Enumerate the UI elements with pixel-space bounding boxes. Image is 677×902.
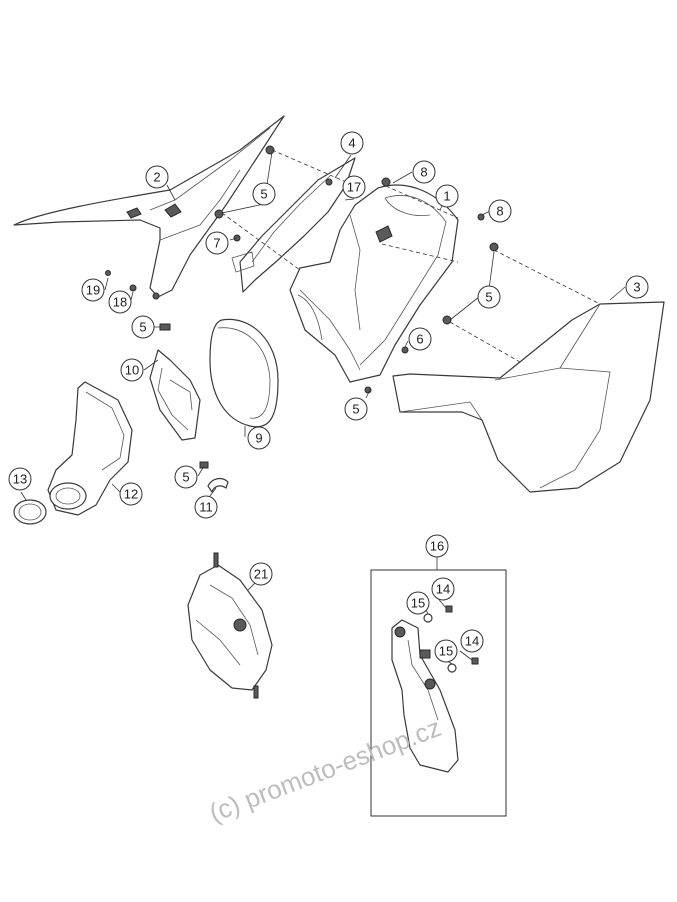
callout-9: 9: [247, 426, 271, 450]
svg-text:5: 5: [352, 402, 359, 417]
svg-text:15: 15: [439, 644, 453, 659]
callout-15b: 15: [434, 639, 458, 663]
svg-text:3: 3: [633, 280, 640, 295]
fasteners: [105, 145, 499, 469]
callout-6: 6: [408, 327, 432, 351]
svg-text:18: 18: [113, 295, 127, 310]
svg-text:8: 8: [496, 204, 503, 219]
callout-5d: 5: [131, 315, 155, 339]
part-1-airbox: [289, 184, 459, 394]
svg-text:16: 16: [430, 539, 444, 554]
callout-4: 4: [340, 131, 364, 155]
part-21-tank: [187, 552, 273, 699]
svg-text:5: 5: [139, 320, 146, 335]
callout-8b: 8: [488, 199, 512, 223]
callout-14b: 14: [460, 629, 484, 653]
svg-text:5: 5: [260, 187, 267, 202]
part-4-cover: [231, 157, 356, 293]
svg-text:5: 5: [485, 290, 492, 305]
part-12-intake: [47, 381, 133, 516]
callout-5c: 5: [344, 397, 368, 421]
svg-text:14: 14: [436, 582, 450, 597]
callout-7: 7: [205, 231, 229, 255]
callout-5b: 5: [477, 285, 501, 309]
part-3-side-panel: [392, 301, 665, 493]
svg-text:11: 11: [199, 500, 213, 515]
callout-21: 21: [249, 562, 273, 586]
svg-text:13: 13: [13, 472, 27, 487]
part-16-kit: [370, 569, 507, 817]
part-13-clamp: [13, 499, 47, 525]
svg-text:2: 2: [153, 170, 160, 185]
svg-text:21: 21: [254, 567, 268, 582]
svg-text:9: 9: [255, 431, 262, 446]
part-10-support: [149, 349, 201, 441]
callout-19: 19: [81, 278, 105, 302]
svg-text:6: 6: [416, 332, 423, 347]
svg-text:12: 12: [124, 487, 138, 502]
svg-text:17: 17: [347, 180, 361, 195]
svg-text:8: 8: [420, 165, 427, 180]
callout-2: 2: [145, 165, 169, 189]
svg-text:4: 4: [348, 136, 355, 151]
svg-text:1: 1: [443, 189, 450, 204]
callout-11: 11: [194, 495, 218, 519]
svg-text:19: 19: [86, 283, 100, 298]
svg-text:15: 15: [411, 596, 425, 611]
callout-3: 3: [625, 275, 649, 299]
callout-8a: 8: [412, 160, 436, 184]
part-11-clip: [207, 477, 229, 493]
callout-16: 16: [425, 534, 449, 558]
callout-18: 18: [108, 290, 132, 314]
callout-10: 10: [120, 358, 144, 382]
svg-text:10: 10: [125, 363, 139, 378]
callout-5e: 5: [174, 465, 198, 489]
callout-1: 1: [435, 184, 459, 208]
callout-14a: 14: [431, 577, 455, 601]
callout-5a: 5: [252, 182, 276, 206]
svg-text:5: 5: [182, 470, 189, 485]
callout-13: 13: [8, 467, 32, 491]
callout-17: 17: [342, 175, 366, 199]
svg-text:7: 7: [213, 236, 220, 251]
svg-text:14: 14: [465, 634, 479, 649]
callout-12: 12: [119, 482, 143, 506]
callout-15a: 15: [406, 591, 430, 615]
part-9-filter: [209, 318, 279, 428]
